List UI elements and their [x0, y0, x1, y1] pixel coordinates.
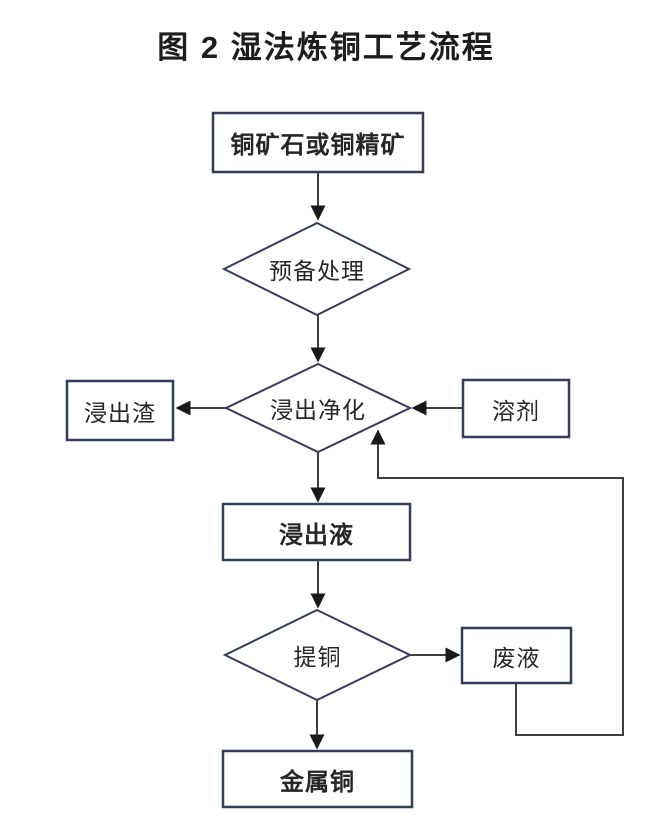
node-waste-liquid-box [460, 626, 573, 685]
node-leach-purify-diamond [223, 362, 413, 454]
node-copper-ore-box [211, 111, 425, 174]
figure-title: 图 2 湿法炼铜工艺流程 [157, 30, 495, 65]
node-leach-residue-box [65, 379, 175, 442]
node-extract-copper-diamond [222, 608, 413, 702]
node-pre-treatment-diamond [221, 221, 412, 317]
node-leachate-box [221, 502, 412, 562]
node-solvent-box [461, 378, 571, 439]
node-metal-copper-box [221, 749, 414, 809]
edge-waste-feedback-to-leachpurify [370, 429, 624, 736]
